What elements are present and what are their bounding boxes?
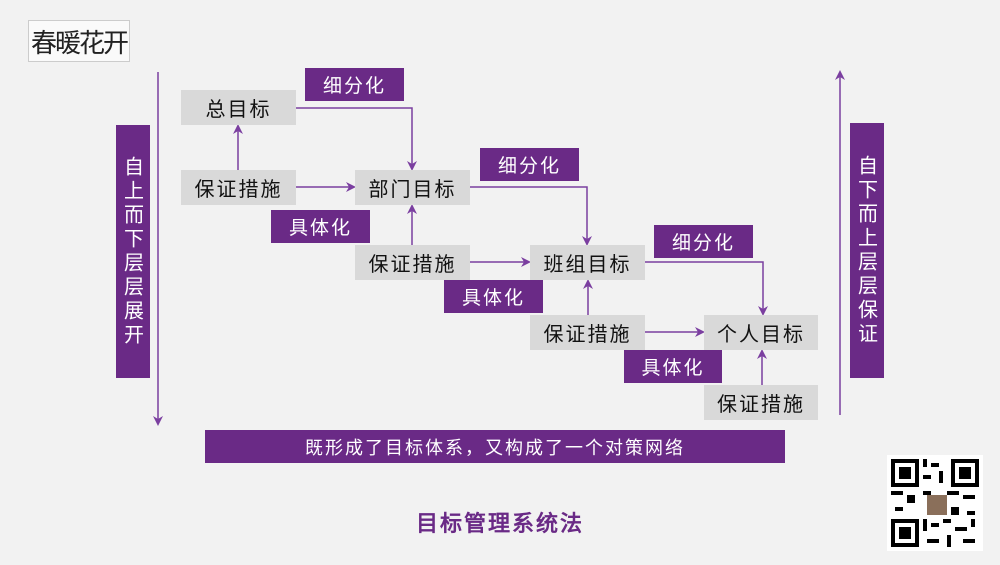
refine-tag: 细分化 xyxy=(480,148,579,181)
measure-box: 保证措施 xyxy=(181,170,296,205)
measure-box: 保证措施 xyxy=(355,245,470,280)
measure-box: 保证措施 xyxy=(530,315,645,350)
diagram-title: 目标管理系统法 xyxy=(415,511,584,537)
personal-goal-box: 个人目标 xyxy=(704,315,818,350)
logo-text: 春暖花开 xyxy=(31,29,129,59)
concretize-tag: 具体化 xyxy=(624,350,722,383)
summary-banner: 既形成了目标体系，又构成了一个对策网络 xyxy=(205,430,785,463)
measure-box: 保证措施 xyxy=(704,385,818,420)
qr-code xyxy=(887,455,983,551)
arrow-team-to-personal xyxy=(645,261,768,316)
dept-goal-box: 部门目标 xyxy=(355,170,470,205)
arrow-total-to-dept xyxy=(296,107,417,171)
total-goal-box: 总目标 xyxy=(181,90,296,125)
right-vertical-label: 自下而上层层保证 xyxy=(850,123,884,378)
left-vertical-label: 自上而下层层展开 xyxy=(116,125,150,378)
refine-tag: 细分化 xyxy=(654,225,753,258)
concretize-tag: 具体化 xyxy=(271,210,370,243)
refine-tag: 细分化 xyxy=(305,68,404,101)
team-goal-box: 班组目标 xyxy=(530,245,645,280)
arrow-dept-to-team xyxy=(470,186,592,246)
logo: 春暖花开 xyxy=(28,20,130,62)
concretize-tag: 具体化 xyxy=(444,280,543,313)
